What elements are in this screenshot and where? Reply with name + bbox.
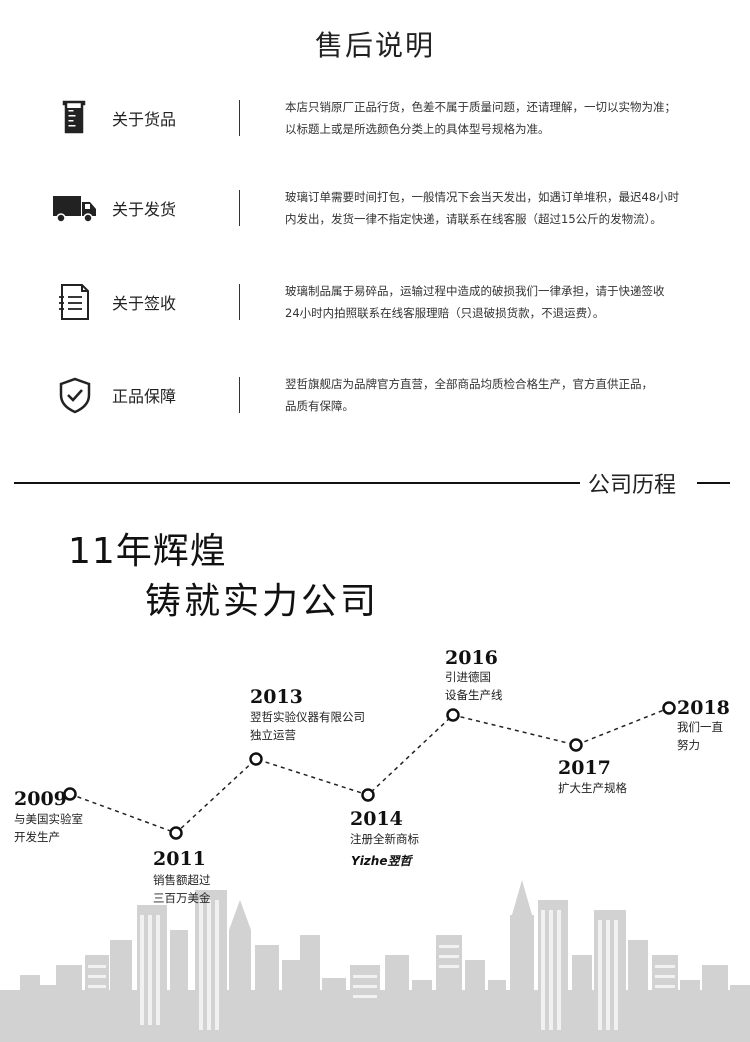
event-text-2009: 与美国实验室 开发生产	[14, 810, 83, 846]
event-line: 开发生产	[14, 830, 60, 844]
event-line: 三百万美金	[153, 891, 211, 905]
desc-line: 24小时内拍照联系在线客服理赔（只退破损货款，不退运费）。	[285, 306, 605, 320]
divider	[239, 100, 240, 136]
history-rule-left	[14, 482, 580, 484]
after-sales-row-goods: 关于货品 本店只销原厂正品行货，色差不属于质量问题，还请理解，一切以实物为准； …	[0, 88, 750, 148]
event-text-2011: 销售额超过 三百万美金	[153, 871, 211, 907]
headline-years: 11年辉煌	[68, 531, 227, 572]
event-line: 我们一直	[677, 720, 723, 734]
row-label: 关于货品	[112, 110, 177, 129]
desc-line: 以标题上或是所选颜色分类上的具体型号规格为准。	[285, 122, 550, 136]
desc-line: 品质有保障。	[285, 399, 354, 413]
divider	[239, 284, 240, 320]
after-sales-row-shipping: 关于发货 玻璃订单需要时间打包，一般情况下会当天发出，如遇订单堆积，最迟48小时…	[0, 178, 750, 238]
timeline-node-2014	[361, 788, 375, 802]
row-description: 本店只销原厂正品行货，色差不属于质量问题，还请理解，一切以实物为准； 以标题上或…	[285, 96, 725, 140]
event-text-2017: 扩大生产规格	[558, 779, 627, 797]
year-2018: 2018	[677, 697, 730, 719]
year-2017: 2017	[558, 757, 611, 779]
event-line: 注册全新商标	[350, 832, 419, 846]
event-line: 扩大生产规格	[558, 781, 627, 795]
event-line: 销售额超过	[153, 873, 211, 887]
desc-line: 内发出，发货一律不指定快递，请联系在线客服（超过15公斤的发物流）。	[285, 212, 662, 226]
year-2013: 2013	[250, 686, 303, 708]
divider	[239, 190, 240, 226]
city-skyline-illustration	[0, 880, 750, 1042]
history-title: 公司历程	[588, 473, 677, 498]
section-title: 售后说明	[314, 29, 435, 62]
row-description: 玻璃订单需要时间打包，一般情况下会当天发出，如遇订单堆积，最迟48小时 内发出，…	[285, 186, 725, 230]
desc-line: 本店只销原厂正品行货，色差不属于质量问题，还请理解，一切以实物为准；	[285, 100, 676, 114]
shield-check-icon	[59, 377, 91, 414]
beaker-icon	[62, 100, 86, 134]
document-icon	[59, 284, 89, 320]
timeline-node-2011	[169, 826, 183, 840]
event-text-2018: 我们一直 努力	[677, 718, 723, 754]
event-line: 努力	[677, 738, 700, 752]
event-text-2013: 翌哲实验仪器有限公司 独立运营	[250, 708, 365, 744]
event-text-2014: 注册全新商标	[350, 830, 419, 848]
timeline-node-2017	[569, 738, 583, 752]
row-label: 关于签收	[112, 294, 177, 313]
event-text-2016: 引进德国 设备生产线	[445, 668, 503, 704]
after-sales-row-guarantee: 正品保障 翌哲旗舰店为品牌官方直营，全部商品均质检合格生产，官方直供正品， 品质…	[0, 365, 750, 425]
row-label: 正品保障	[112, 387, 177, 406]
brand-logo-yizhe: Yizhe翌哲	[351, 854, 412, 868]
timeline-node-2013	[249, 752, 263, 766]
year-2016: 2016	[445, 647, 498, 669]
truck-icon	[53, 196, 96, 223]
timeline-node-2016	[446, 708, 460, 722]
headline-strength: 铸就实力公司	[145, 581, 380, 622]
desc-line: 玻璃制品属于易碎品，运输过程中造成的破损我们一律承担，请于快递签收	[285, 284, 665, 298]
event-line: 设备生产线	[445, 688, 503, 702]
event-line: 翌哲实验仪器有限公司	[250, 710, 365, 724]
history-rule-right	[697, 482, 730, 484]
divider	[239, 377, 240, 413]
row-description: 玻璃制品属于易碎品，运输过程中造成的破损我们一律承担，请于快递签收 24小时内拍…	[285, 280, 725, 324]
timeline-node-2018	[662, 701, 676, 715]
event-line: 引进德国	[445, 670, 491, 684]
event-line: 独立运营	[250, 728, 296, 742]
event-line: 与美国实验室	[14, 812, 83, 826]
timeline-node-2009	[63, 787, 77, 801]
after-sales-row-receipt: 关于签收 玻璃制品属于易碎品，运输过程中造成的破损我们一律承担，请于快递签收 2…	[0, 272, 750, 332]
year-2009: 2009	[14, 788, 67, 810]
year-2014: 2014	[350, 808, 403, 830]
desc-line: 玻璃订单需要时间打包，一般情况下会当天发出，如遇订单堆积，最迟48小时	[285, 190, 680, 204]
row-label: 关于发货	[112, 200, 177, 219]
year-2011: 2011	[153, 848, 206, 870]
row-description: 翌哲旗舰店为品牌官方直营，全部商品均质检合格生产，官方直供正品， 品质有保障。	[285, 373, 725, 417]
desc-line: 翌哲旗舰店为品牌官方直营，全部商品均质检合格生产，官方直供正品，	[285, 377, 653, 391]
